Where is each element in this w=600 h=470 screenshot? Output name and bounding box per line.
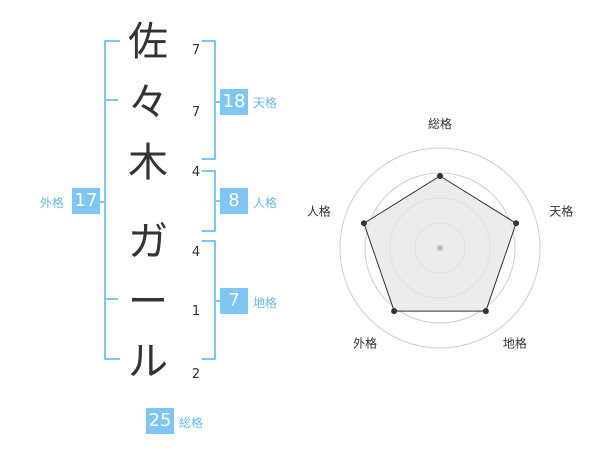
radar-axis-label-0: 総格 bbox=[428, 116, 452, 131]
name-char-2: 々 bbox=[128, 80, 168, 126]
radar-area bbox=[363, 175, 517, 312]
gaikaku-tick-bottom bbox=[104, 298, 118, 300]
gaikaku-connector bbox=[98, 201, 106, 203]
stroke-count-1: 7 bbox=[191, 43, 201, 58]
gaikaku-bracket bbox=[104, 40, 120, 360]
jinkaku-connector bbox=[214, 200, 222, 202]
gaikaku-tick-top bbox=[104, 99, 118, 101]
chikaku-connector bbox=[214, 300, 222, 302]
radar-point-0 bbox=[437, 173, 443, 179]
name-char-5: ー bbox=[128, 279, 168, 325]
gaikaku-label: 外格 bbox=[40, 196, 65, 210]
soukaku-value: 25 bbox=[146, 408, 174, 434]
name-char-6: ル bbox=[128, 339, 168, 385]
radar-axis-label-2: 地格 bbox=[503, 336, 527, 351]
stroke-count-3: 4 bbox=[191, 165, 201, 180]
name-char-4: ガ bbox=[128, 219, 168, 265]
stroke-count-2: 7 bbox=[191, 105, 201, 120]
soukaku-label: 総格 bbox=[179, 416, 204, 430]
stroke-count-6: 2 bbox=[191, 367, 201, 382]
tenkaku-value: 18 bbox=[220, 89, 248, 115]
gaikaku-value: 17 bbox=[72, 188, 100, 214]
radar-axis-label-3: 外格 bbox=[353, 336, 377, 351]
radar-point-4 bbox=[360, 220, 367, 227]
radar-axis-label-4: 人格 bbox=[307, 204, 331, 219]
jinkaku-value: 8 bbox=[220, 188, 248, 214]
radar-center bbox=[437, 245, 443, 251]
name-char-3: 木 bbox=[128, 140, 168, 186]
radar-point-2 bbox=[482, 308, 489, 315]
jinkaku-label: 人格 bbox=[253, 196, 278, 210]
tenkaku-label: 天格 bbox=[253, 96, 278, 110]
name-char-1: 佐 bbox=[128, 19, 168, 65]
stroke-count-4: 4 bbox=[191, 245, 201, 260]
radar-axis-label-1: 天格 bbox=[549, 204, 573, 219]
tenkaku-connector bbox=[214, 101, 222, 103]
radar-point-3 bbox=[391, 308, 398, 315]
chikaku-value: 7 bbox=[220, 288, 248, 314]
chikaku-label: 地格 bbox=[253, 296, 278, 310]
radar-point-1 bbox=[513, 220, 520, 227]
tenkaku-bracket bbox=[202, 40, 216, 160]
stroke-count-5: 1 bbox=[191, 304, 201, 319]
